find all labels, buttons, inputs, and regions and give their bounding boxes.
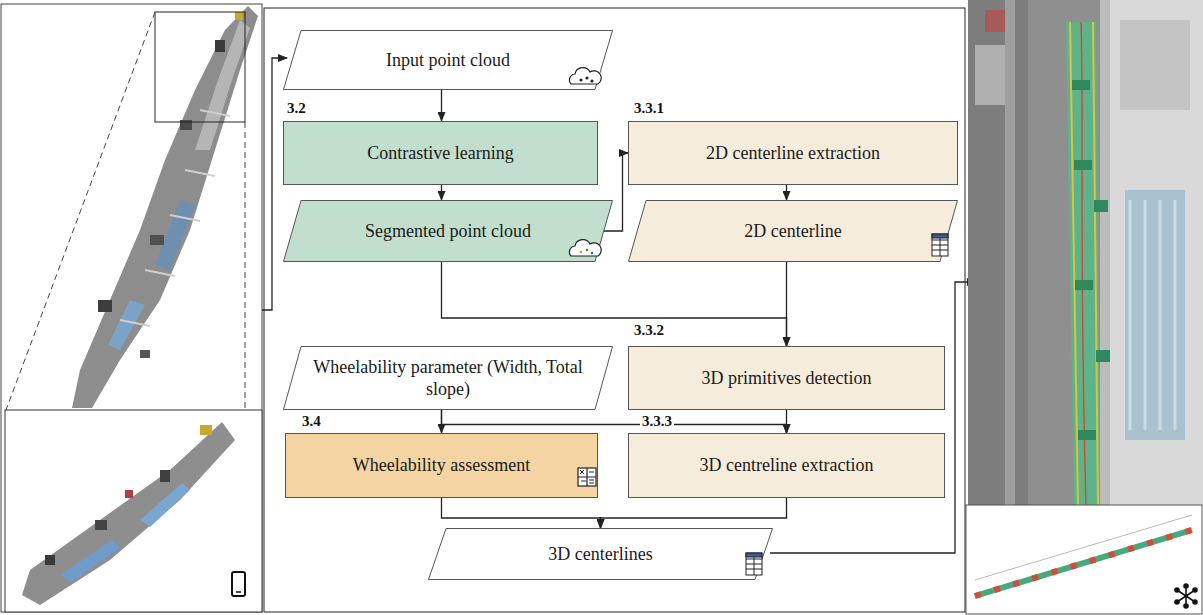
node-text: Input point cloud bbox=[386, 49, 510, 72]
section-number: 3.3.2 bbox=[632, 322, 666, 339]
panel-frame bbox=[264, 8, 965, 612]
node-text: 3D centreline extraction bbox=[700, 454, 874, 477]
data-parallelogram: Input point cloud bbox=[283, 30, 613, 90]
section-number: 3.3.3 bbox=[640, 413, 674, 430]
section-number: 3.4 bbox=[300, 413, 323, 430]
table-icon bbox=[746, 553, 762, 575]
aerial-image bbox=[968, 0, 1203, 505]
panel-frame bbox=[1, 4, 262, 612]
flow-arrow bbox=[786, 185, 787, 200]
section-number: 3.2 bbox=[285, 100, 308, 117]
phone-icon bbox=[232, 572, 245, 596]
flow-arrow bbox=[442, 410, 787, 433]
node-text: 2D centerline bbox=[744, 220, 841, 243]
data-parallelogram: 2D centerline bbox=[628, 200, 958, 262]
process-box: 3D centreline extraction bbox=[628, 433, 945, 498]
parallelogram-outline bbox=[284, 31, 613, 90]
process-box: 2D centerline extraction bbox=[628, 121, 958, 185]
node-text: Wheelability assessment bbox=[353, 454, 530, 477]
parallelogram-outline bbox=[429, 529, 773, 580]
flow-arrow bbox=[601, 498, 787, 528]
flow-arrow bbox=[442, 498, 601, 528]
zoom-frame bbox=[155, 12, 245, 122]
flow-arrow bbox=[442, 262, 787, 346]
parallelogram-outline bbox=[629, 201, 958, 262]
inset-frame bbox=[5, 410, 262, 612]
flow-arrow bbox=[441, 90, 442, 121]
node-text: 2D centerline extraction bbox=[706, 142, 880, 165]
process-box: 3D primitives detection bbox=[628, 346, 945, 410]
node-text: Wheelability parameter (Width, Total slo… bbox=[309, 356, 587, 401]
calculator-icon bbox=[578, 468, 596, 486]
parallelogram-outline bbox=[283, 346, 613, 410]
table-icon bbox=[932, 234, 948, 256]
node-text: Contrastive learning bbox=[367, 142, 513, 165]
flow-arrow bbox=[441, 185, 442, 200]
parallelogram-outline bbox=[284, 201, 613, 262]
cloud-icon bbox=[569, 68, 601, 84]
point-cloud bbox=[72, 6, 258, 408]
data-parallelogram: Segmented point cloud bbox=[283, 200, 613, 262]
section-number: 3.3.1 bbox=[632, 100, 666, 117]
zoom-line bbox=[245, 122, 246, 410]
data-parallelogram: 3D centerlines bbox=[428, 528, 773, 580]
output-arrow bbox=[770, 282, 976, 553]
cloud-icon bbox=[569, 240, 601, 256]
centerline-inset bbox=[975, 515, 1192, 596]
parallelogram-outline bbox=[284, 347, 613, 410]
inset-frame bbox=[966, 505, 1202, 614]
node-text: Segmented point cloud bbox=[365, 220, 531, 243]
zoom-line bbox=[6, 12, 155, 410]
process-box: Wheelability assessment bbox=[285, 433, 598, 498]
process-box: Contrastive learning bbox=[283, 121, 598, 185]
node-text: 3D centerlines bbox=[548, 543, 652, 566]
point-cloud-inset bbox=[22, 422, 235, 605]
network-icon bbox=[1175, 584, 1197, 608]
data-parallelogram: Wheelability parameter (Width, Total slo… bbox=[283, 346, 613, 410]
node-text: 3D primitives detection bbox=[702, 367, 872, 390]
